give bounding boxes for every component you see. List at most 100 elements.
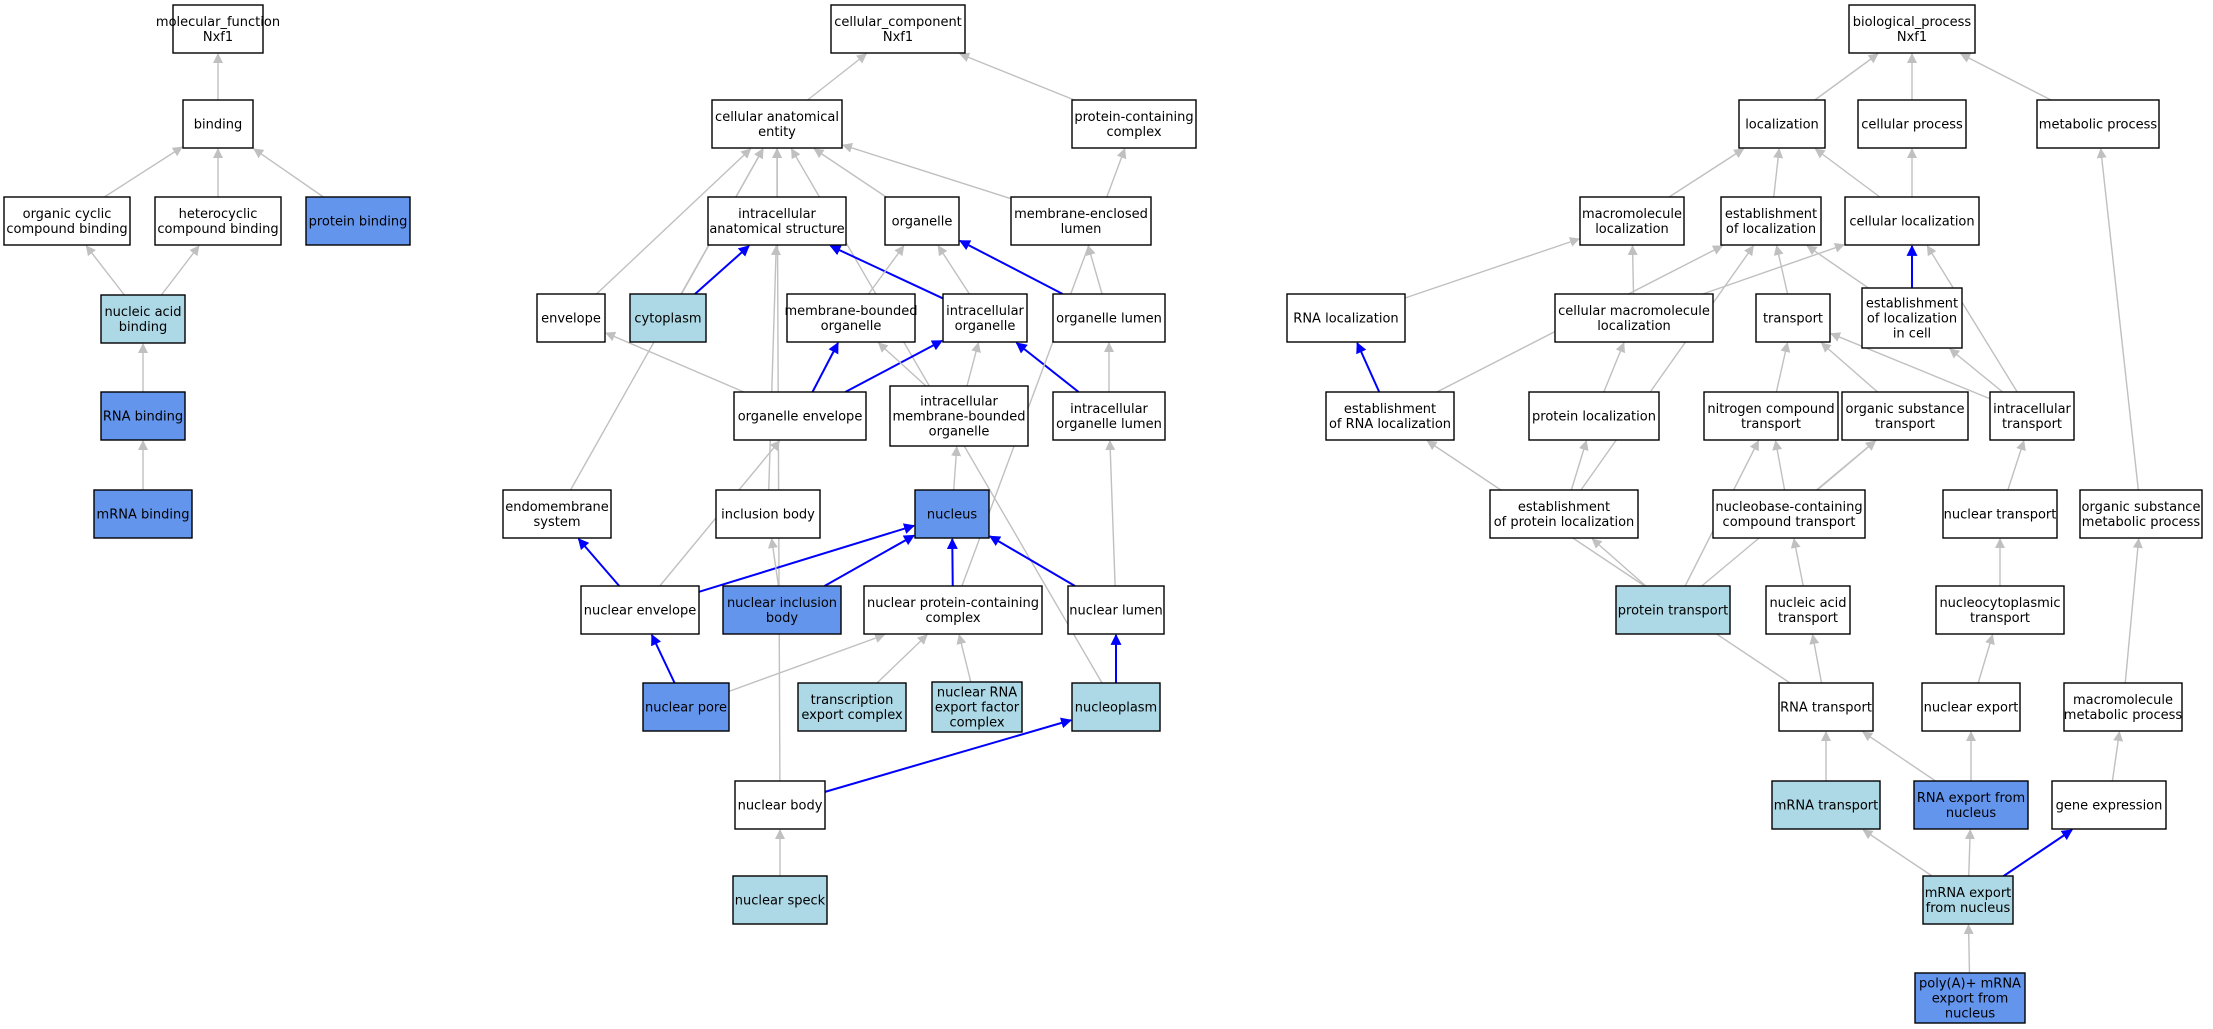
go-term-node-mrnab[interactable]: mRNA binding [93,489,193,539]
go-term-node-ne[interactable]: nuclear envelope [580,585,700,635]
node-box [786,293,916,343]
edge-eolc-to-eol [1806,245,1869,289]
node-label-line: organelle envelope [738,410,863,425]
go-term-node-ns[interactable]: nuclear speck [732,875,828,925]
go-term-node-envelope[interactable]: envelope [536,293,606,343]
go-term-node-nb[interactable]: nuclear body [734,780,826,830]
node-label-line: establishment [1725,207,1817,222]
node-label-line: metabolic process [2064,708,2183,723]
go-term-node-cytoplasm[interactable]: cytoplasm [629,293,707,343]
node-box [1765,585,1851,635]
node-box [1942,489,2058,539]
go-term-node-rnaloc[interactable]: RNA localization [1286,293,1406,343]
edge-io-to-ias [829,245,944,300]
node-label-line: export complex [801,708,903,723]
edge-cytoplasm-to-ias [694,245,750,295]
node-label-line: organelle [892,215,953,230]
go-term-node-np[interactable]: nuclear pore [642,682,730,732]
node-label-line: protein-containing [1074,110,1193,125]
go-term-node-binding[interactable]: binding [182,99,254,149]
edge-pt-to-epl [1591,538,1647,587]
go-term-node-rnat[interactable]: RNA transport [1778,682,1874,732]
go-term-node-organelle[interactable]: organelle [884,196,960,246]
go-term-node-ge[interactable]: gene expression [2051,780,2167,830]
go-term-node-pb[interactable]: protein binding [305,196,411,246]
go-term-node-cl[interactable]: cellular localization [1844,196,1980,246]
node-box [1989,391,2075,441]
go-term-node-nucleoplasm[interactable]: nucleoplasm [1071,682,1161,732]
edge-nexp-to-ncyt [1977,634,1995,684]
edge-cae-to-cc [807,53,867,101]
node-box [1579,196,1685,246]
node-label-line: compound binding [6,222,127,237]
node-label-line: nucleus [1946,806,1996,821]
go-term-node-ol[interactable]: organelle lumen [1052,293,1166,343]
node-box [1052,391,1166,441]
go-term-node-loc[interactable]: localization [1738,99,1826,149]
edge-nct-to-transport [1775,342,1791,393]
go-term-node-pt[interactable]: protein transport [1615,585,1731,635]
node-box [1528,391,1660,441]
edge-renu-to-rnat [1862,731,1936,782]
node-label-line: establishment [1344,402,1436,417]
node-box [1286,293,1406,343]
go-term-node-nl[interactable]: nuclear lumen [1067,585,1165,635]
edge-iol-to-io [1015,342,1080,393]
node-box [1489,489,1639,539]
edge-ol-to-mel [1085,245,1103,295]
edge-eol-to-loc [1773,148,1784,198]
go-term-node-ploc[interactable]: protein localization [1528,391,1660,441]
go-term-node-mp[interactable]: metabolic process [2036,99,2160,149]
go-term-node-nucleus[interactable]: nucleus [914,489,990,539]
edge-cl-to-loc [1814,148,1881,198]
go-term-node-oe[interactable]: organelle envelope [733,391,867,441]
edge-ne-to-nucleus [698,523,916,593]
node-box [1848,4,1976,54]
node-label-line: nuclear transport [1944,508,2057,523]
go-term-node-nt[interactable]: nuclear transport [1942,489,2058,539]
edge-menu-to-renu [1964,829,1975,877]
go-term-node-ib[interactable]: inclusion body [715,489,821,539]
go-term-node-mrnat[interactable]: mRNA transport [1771,780,1881,830]
go-term-node-nexp[interactable]: nuclear export [1921,682,2021,732]
go-term-node-cp[interactable]: cellular process [1857,99,1967,149]
go-term-node-rnab[interactable]: RNA binding [100,391,186,441]
go-term-node-transport[interactable]: transport [1755,293,1831,343]
